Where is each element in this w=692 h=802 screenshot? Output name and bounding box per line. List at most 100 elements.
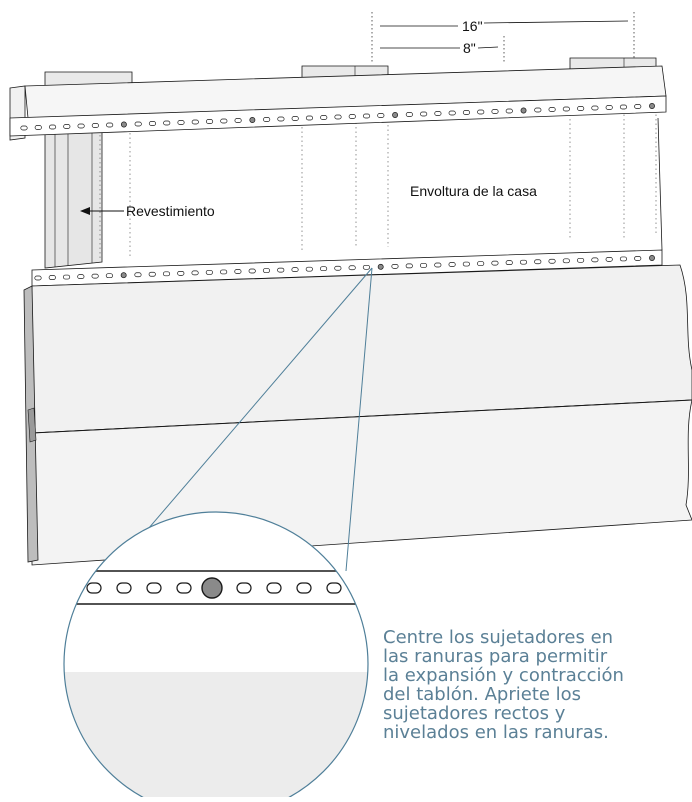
nailing-slot <box>562 106 570 112</box>
nailing-slot <box>64 582 72 594</box>
nailing-slot <box>86 582 102 594</box>
nailing-slot <box>320 266 328 272</box>
nailing-slot <box>48 275 56 280</box>
nailing-slot <box>605 257 613 262</box>
nailing-slot <box>277 116 285 122</box>
nailing-slot <box>448 110 456 116</box>
dimension-16-inch: 16" <box>371 12 635 62</box>
nailing-slot <box>91 273 99 279</box>
nailing-slot <box>634 104 642 109</box>
nailing-slot <box>534 259 542 265</box>
nailing-slot <box>177 120 185 125</box>
fastener <box>377 263 384 270</box>
note-line: nivelados en las ranuras. <box>383 722 609 743</box>
nailing-slot <box>334 265 342 271</box>
nailing-slot <box>356 582 368 594</box>
nailing-slot <box>63 274 71 280</box>
nailing-slot <box>362 264 370 270</box>
nailing-slot <box>234 118 242 123</box>
centered-fastener <box>201 577 223 599</box>
note-line: del tablón. Apriete los <box>383 684 582 705</box>
installation-note: Centre los sujetadores en las ranuras pa… <box>383 628 683 742</box>
nailing-slot <box>305 266 313 272</box>
nailing-slot <box>326 582 342 594</box>
nailing-slot <box>34 275 42 281</box>
nailing-slot <box>634 256 642 261</box>
nailing-slot <box>220 118 228 124</box>
lower-nailing-strip-slots <box>34 255 655 281</box>
nailing-slot <box>577 257 585 263</box>
nailing-slot <box>20 125 28 131</box>
nailing-slot <box>305 115 314 121</box>
nailing-slot <box>262 268 271 273</box>
nailing-slot <box>377 113 385 118</box>
nailing-slot <box>505 108 513 114</box>
nailing-slot <box>91 123 99 128</box>
nailing-slot <box>434 262 442 268</box>
siding-callout: Revestimiento <box>80 203 215 219</box>
dimension-8-inch: 8" <box>380 36 505 62</box>
nailing-slot <box>191 119 199 125</box>
nailing-slot <box>419 263 428 268</box>
fastener <box>120 272 127 279</box>
nailing-slot <box>148 121 157 126</box>
lower-siding-planks <box>23 249 692 566</box>
note-line: Centre los sujetadores en <box>383 627 614 648</box>
nailing-slot <box>263 117 271 122</box>
nailing-slot <box>562 258 570 264</box>
nailing-slot <box>63 124 71 129</box>
nailing-slot <box>405 263 413 269</box>
nailing-slot <box>334 114 342 120</box>
nailing-slot <box>619 104 628 110</box>
nailing-slot <box>548 258 556 264</box>
nailing-slot <box>391 264 399 269</box>
nailing-slot <box>191 270 199 276</box>
nailing-slot <box>205 270 213 275</box>
nailing-slot <box>605 105 613 110</box>
nailing-slot <box>146 582 162 594</box>
nailing-slot <box>163 120 171 126</box>
nailing-slot <box>320 115 328 120</box>
nailing-slot <box>577 106 585 111</box>
nailing-slot <box>348 114 356 119</box>
nailing-slot <box>462 261 470 267</box>
nailing-slot <box>162 271 171 277</box>
note-line: las ranuras para permitir <box>383 646 608 667</box>
nailing-slot <box>591 105 599 111</box>
nailing-slot <box>348 265 356 271</box>
upper-nailing-strip-slots <box>20 103 655 131</box>
fastener <box>520 107 527 114</box>
nailing-slot <box>420 111 428 117</box>
nailing-slot <box>77 123 85 129</box>
nailing-slot <box>462 110 471 115</box>
house-wrap-label: Envoltura de la casa <box>410 183 537 199</box>
nailing-slot <box>176 582 192 594</box>
note-line: sujetadores rectos y <box>383 703 566 724</box>
nailing-slot <box>296 582 312 594</box>
nailing-slot <box>477 109 485 115</box>
note-line: la expansión y contracción <box>383 665 624 686</box>
fastener <box>120 121 127 128</box>
nailing-slot <box>236 582 252 594</box>
nailing-slot <box>277 267 285 273</box>
nailing-slot <box>534 107 542 113</box>
nailing-slot <box>34 125 42 130</box>
nailing-slot <box>116 582 132 594</box>
nailing-slot <box>519 259 528 265</box>
nailing-slot <box>134 121 142 127</box>
dimension-16-label: 16" <box>462 18 483 34</box>
nailing-slot <box>248 268 256 274</box>
dimension-8-label: 8" <box>463 40 476 56</box>
nailing-slot <box>148 271 156 277</box>
upper-siding-plank <box>9 65 667 141</box>
nailing-slot <box>491 109 499 114</box>
nailing-slot <box>177 270 185 276</box>
nailing-slot <box>134 272 142 278</box>
nailing-slot <box>291 267 299 272</box>
nailing-slot <box>48 124 57 130</box>
nailing-slot <box>434 111 442 116</box>
nailing-slot <box>448 262 456 267</box>
fastener <box>249 117 256 123</box>
nailing-slot <box>548 107 556 112</box>
